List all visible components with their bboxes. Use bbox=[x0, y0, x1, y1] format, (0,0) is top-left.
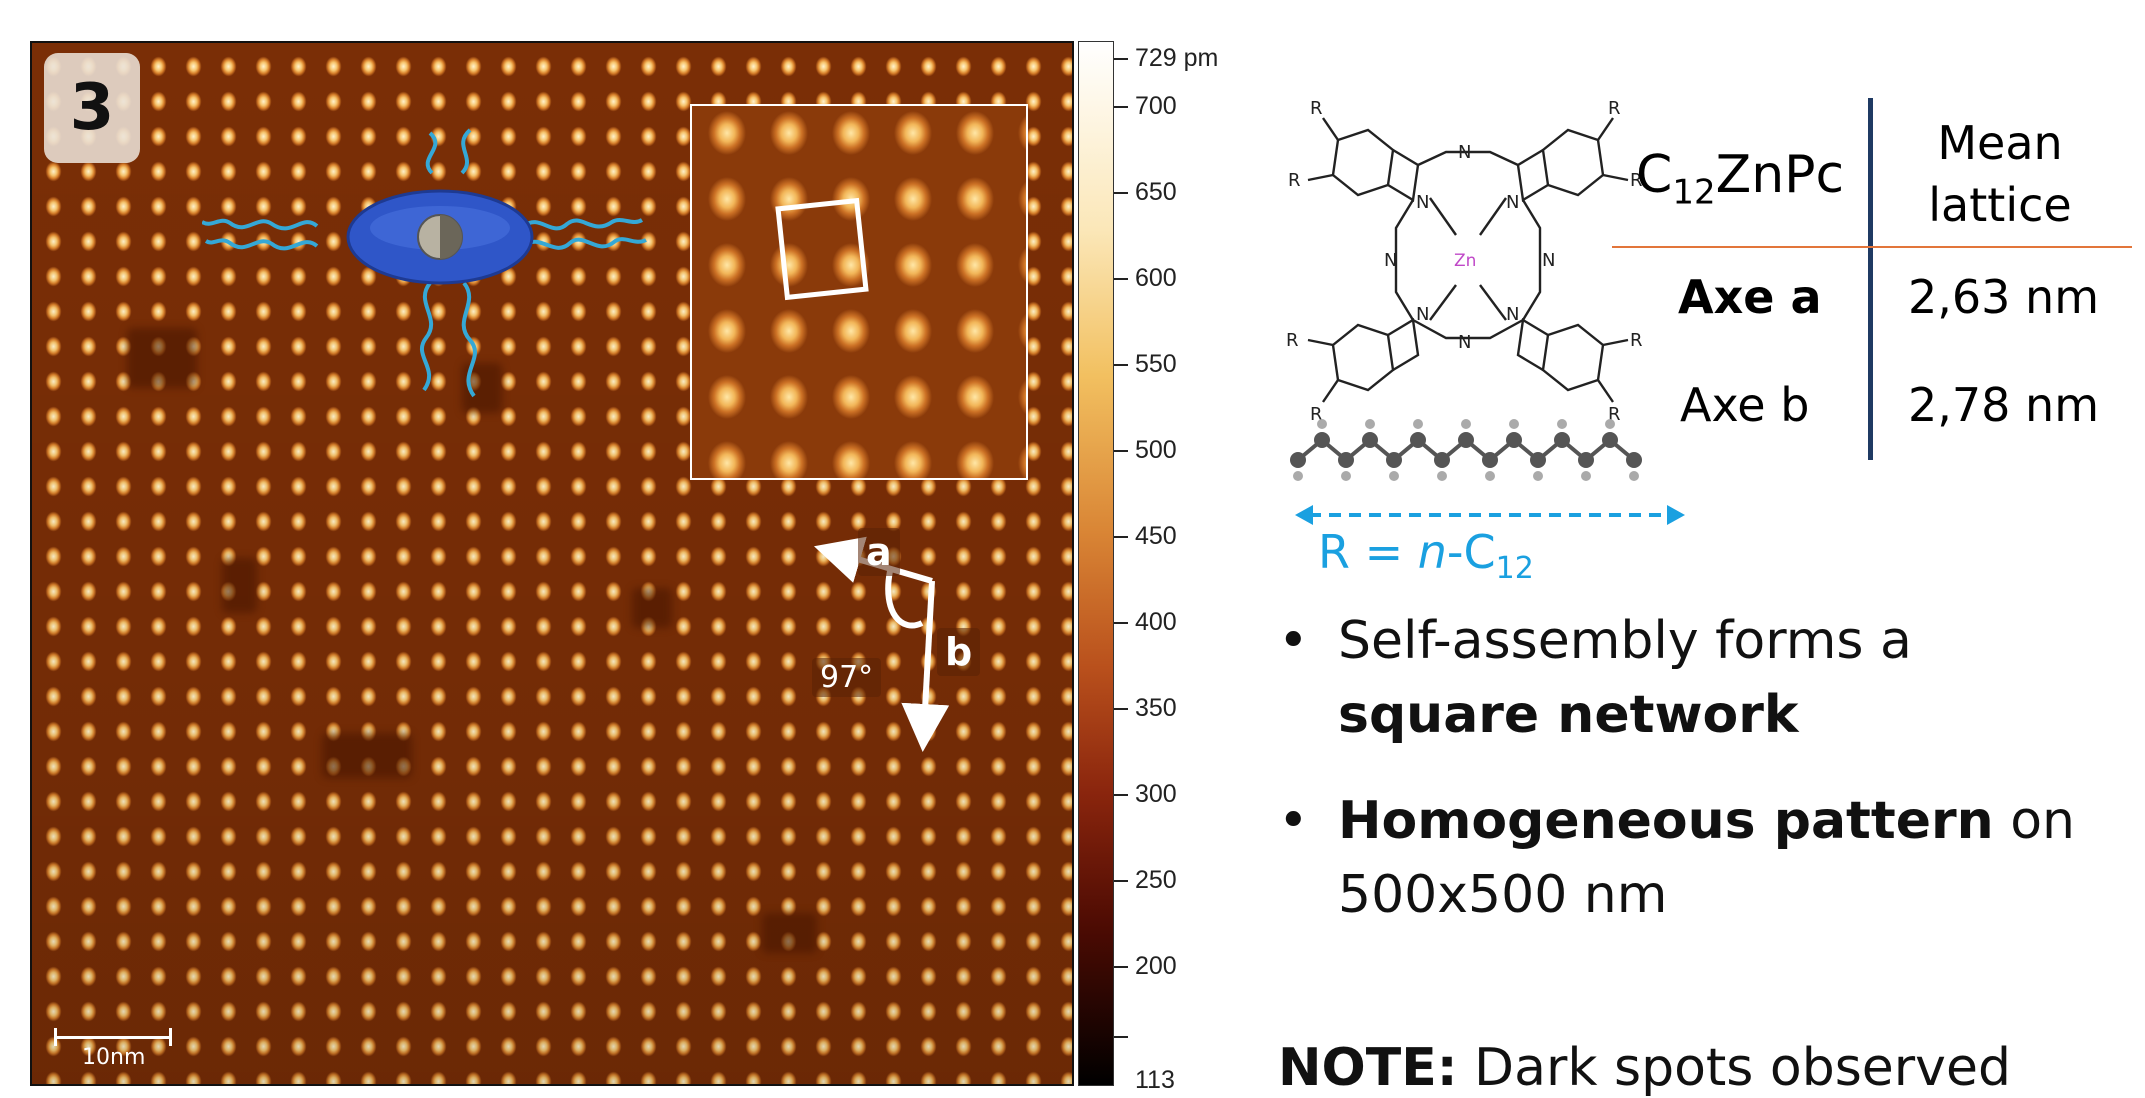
bullet-text: Homogeneous pattern on 500x500 nm bbox=[1338, 784, 2075, 932]
compound-sub: 12 bbox=[1672, 172, 1716, 213]
n-atom-label: N bbox=[1458, 332, 1471, 353]
color-scale-tick bbox=[1114, 966, 1128, 968]
r-label-prefix: R = bbox=[1318, 525, 1418, 579]
bullet-mark: • bbox=[1278, 791, 1309, 851]
color-scale-tick bbox=[1114, 622, 1128, 624]
scale-bar-tick bbox=[54, 1028, 57, 1046]
color-scale-tick bbox=[1114, 58, 1128, 60]
table-row-label: Axe a bbox=[1678, 270, 1822, 324]
axis-b-label: b bbox=[937, 628, 981, 676]
header-line-1: Mean bbox=[1937, 116, 2063, 170]
stm-image: 3 a b 97° bbox=[30, 41, 1074, 1086]
table-row-value: 2,63 nm bbox=[1908, 270, 2100, 324]
n-atom-label: N bbox=[1506, 192, 1519, 213]
color-scale-label: 500 bbox=[1135, 436, 1177, 464]
dodecyl-chain-model bbox=[1290, 419, 1642, 481]
color-scale-label: 400 bbox=[1135, 608, 1177, 636]
scale-bar-line bbox=[54, 1036, 172, 1039]
r-group-label: R = n-C12 bbox=[1318, 525, 1534, 586]
color-scale-label: 250 bbox=[1135, 866, 1177, 894]
table-row-value: 2,78 nm bbox=[1908, 378, 2100, 432]
chain-length-arrow bbox=[1295, 505, 1685, 525]
note-body: Dark spots observed bbox=[1457, 1038, 2011, 1098]
scale-bar-label: 10nm bbox=[82, 1045, 146, 1070]
lattice-axes-arrows bbox=[813, 536, 950, 752]
bullet-line: Self-assembly forms a bbox=[1338, 611, 1912, 671]
table-rule-horizontal bbox=[1612, 246, 2132, 248]
color-scale-tick bbox=[1114, 450, 1128, 452]
zoom-inset bbox=[690, 104, 1028, 480]
n-atom-label: N bbox=[1416, 304, 1429, 325]
color-scale-label: 700 bbox=[1135, 92, 1177, 120]
color-scale-tick bbox=[1114, 192, 1128, 194]
defect-spot bbox=[127, 328, 197, 388]
bullet-line: 500x500 nm bbox=[1338, 865, 1668, 925]
n-atom-label: N bbox=[1416, 192, 1429, 213]
r-label-rest: -C bbox=[1446, 525, 1496, 579]
bullet-line-bold: Homogeneous pattern bbox=[1338, 791, 1994, 851]
r-atom-label: R bbox=[1608, 98, 1621, 119]
scale-bar-tick bbox=[169, 1028, 172, 1046]
r-atom-label: R bbox=[1286, 330, 1299, 351]
note-text: NOTE: Dark spots observed bbox=[1278, 1038, 2011, 1098]
unit-cell-square bbox=[775, 197, 869, 301]
color-scale-label: 200 bbox=[1135, 952, 1177, 980]
color-scale-tick bbox=[1114, 794, 1128, 796]
color-scale-tick bbox=[1114, 364, 1128, 366]
bullet-line-bold: square network bbox=[1338, 685, 1799, 745]
color-scale-label: 450 bbox=[1135, 522, 1177, 550]
panel-number-badge: 3 bbox=[44, 53, 140, 163]
scale-bar bbox=[54, 1028, 172, 1046]
header-line-2: lattice bbox=[1928, 178, 2072, 232]
table-row-label: Axe b bbox=[1680, 378, 1810, 432]
r-atom-label: R bbox=[1310, 98, 1323, 119]
color-scale-tick bbox=[1114, 708, 1128, 710]
color-scale-tick bbox=[1114, 278, 1128, 280]
bullet-mark: • bbox=[1278, 611, 1309, 671]
panel-number: 3 bbox=[69, 71, 115, 145]
note-label: NOTE: bbox=[1278, 1038, 1458, 1098]
n-atom-label: N bbox=[1384, 250, 1397, 271]
color-scale-label: 550 bbox=[1135, 350, 1177, 378]
n-atom-label: N bbox=[1506, 304, 1519, 325]
compound-rest: ZnPc bbox=[1715, 145, 1845, 205]
r-atom-label: R bbox=[1630, 170, 1643, 191]
n-atom-label: N bbox=[1458, 142, 1471, 163]
color-scale-label: 600 bbox=[1135, 264, 1177, 292]
table-compound-header: C12ZnPc bbox=[1636, 145, 1844, 212]
defect-spot bbox=[762, 913, 817, 953]
defect-spot bbox=[632, 588, 672, 628]
r-atom-label: R bbox=[1630, 330, 1643, 351]
defect-spot bbox=[222, 558, 257, 613]
angle-label: 97° bbox=[812, 658, 882, 697]
r-label-sub: 12 bbox=[1495, 551, 1534, 587]
color-scale-tick bbox=[1114, 106, 1128, 108]
color-scale-label: 729 pm bbox=[1135, 44, 1219, 72]
color-scale-label: 300 bbox=[1135, 780, 1177, 808]
bullet-text: Self-assembly forms a square network bbox=[1338, 604, 1912, 752]
zn-atom-label: Zn bbox=[1454, 251, 1476, 271]
height-color-scale bbox=[1078, 41, 1114, 1086]
table-header-mean-lattice: Mean lattice bbox=[1900, 112, 2100, 236]
color-scale-label: 350 bbox=[1135, 694, 1177, 722]
color-scale-tick bbox=[1114, 1036, 1128, 1038]
compound-main: C bbox=[1636, 145, 1673, 205]
defect-spot bbox=[322, 733, 412, 778]
r-label-italic: n bbox=[1417, 525, 1447, 579]
color-scale-tick bbox=[1114, 536, 1128, 538]
n-atom-label: N bbox=[1542, 250, 1555, 271]
color-scale-label: 650 bbox=[1135, 178, 1177, 206]
color-scale-label: 113 bbox=[1135, 1066, 1175, 1094]
molecule-cartoon-icon bbox=[202, 128, 647, 398]
bullet-line: on bbox=[1993, 791, 2075, 851]
table-divider-vertical bbox=[1868, 98, 1873, 460]
color-scale-tick bbox=[1114, 880, 1128, 882]
axis-a-label: a bbox=[858, 528, 900, 576]
r-atom-label: R bbox=[1288, 170, 1301, 191]
